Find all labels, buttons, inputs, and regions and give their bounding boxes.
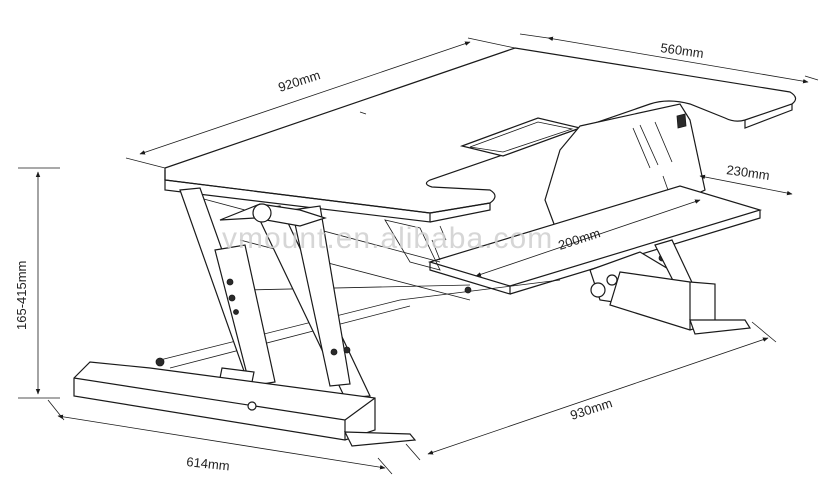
height-range-label: 165-415mm	[14, 261, 29, 330]
keyboard-depth-label: 230mm	[726, 162, 771, 183]
watermark: vmount.en.alibaba.com	[222, 222, 553, 255]
dimension-lines	[18, 33, 819, 475]
base-depth-label: 614mm	[186, 454, 231, 473]
top-length-label: 920mm	[276, 67, 322, 95]
top-depth-label: 560mm	[660, 40, 705, 61]
base-length-label: 930mm	[568, 395, 614, 423]
top-surface	[164, 47, 797, 223]
